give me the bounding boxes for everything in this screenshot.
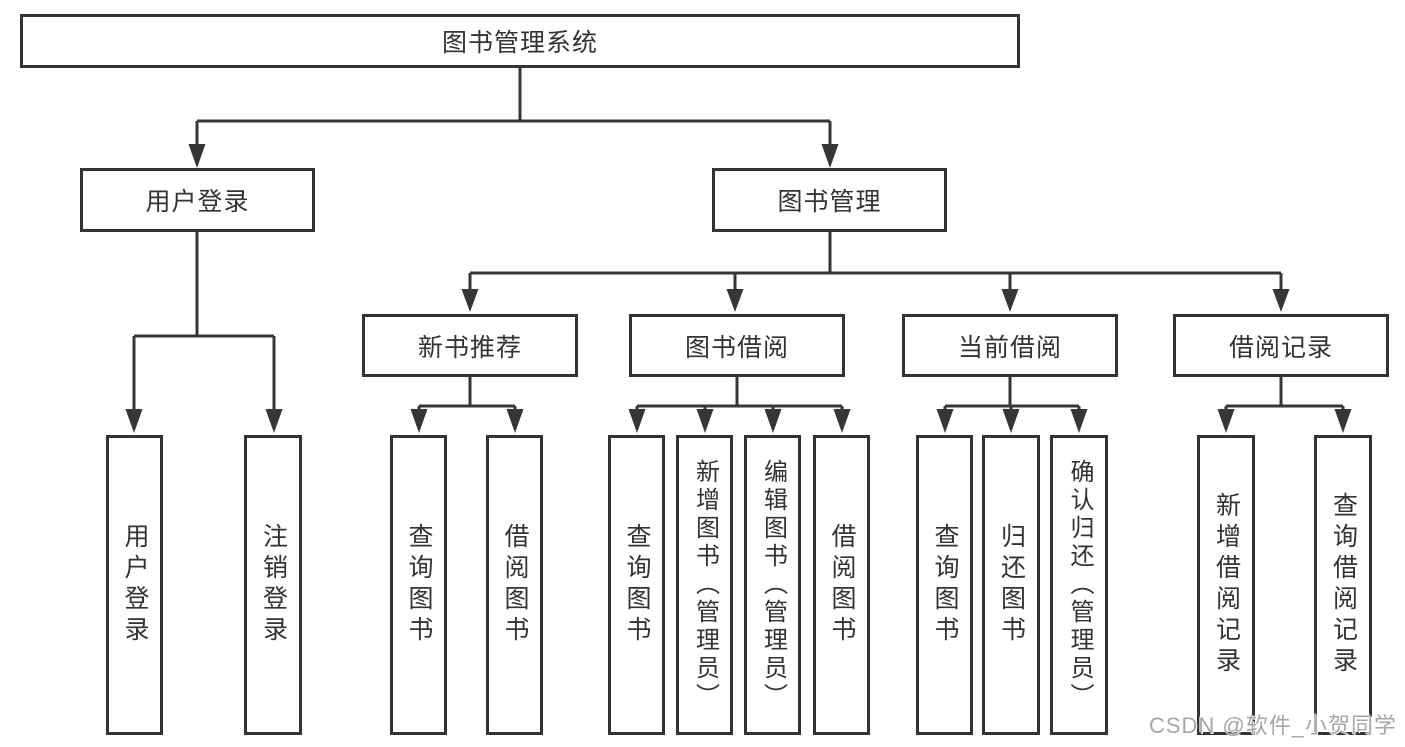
leaf-add-books-admin: 新增图书（管理员） — [676, 435, 733, 735]
leaf-label: 查询图书 — [623, 523, 651, 647]
node-label: 新书推荐 — [417, 333, 522, 362]
node-book-management: 图书管理 — [712, 168, 947, 232]
leaf-borrow-books-recommend: 借阅图书 — [486, 435, 543, 735]
leaf-label: 编辑图书（管理员） — [759, 459, 787, 711]
leaf-user-login: 用户登录 — [106, 435, 163, 735]
node-label: 当前借阅 — [957, 333, 1062, 362]
node-current-borrowing: 当前借阅 — [902, 314, 1118, 377]
node-label: 图书管理系统 — [441, 29, 598, 57]
leaf-label: 新增图书（管理员） — [691, 459, 719, 711]
leaf-label: 查询图书 — [405, 523, 433, 647]
leaf-borrow-books-borrowing: 借阅图书 — [813, 435, 870, 735]
leaf-label: 借阅图书 — [828, 523, 856, 647]
leaf-label: 确认归还（管理员） — [1066, 459, 1093, 711]
node-label: 用户登录 — [145, 188, 250, 216]
leaf-label: 借阅图书 — [501, 523, 529, 647]
leaf-edit-books-admin: 编辑图书（管理员） — [744, 435, 801, 735]
node-library-management-system: 图书管理系统 — [20, 14, 1020, 68]
node-label: 图书管理 — [777, 188, 882, 216]
leaf-query-books-recommend: 查询图书 — [390, 435, 447, 735]
node-borrowing-records: 借阅记录 — [1173, 314, 1389, 377]
leaf-query-books-borrowing: 查询图书 — [608, 435, 665, 735]
leaf-label: 查询借阅记录 — [1329, 492, 1358, 678]
leaf-label: 注销登录 — [259, 523, 288, 647]
node-user-login: 用户登录 — [80, 168, 315, 232]
leaf-return-books: 归还图书 — [982, 435, 1040, 735]
node-book-borrowing: 图书借阅 — [629, 314, 845, 377]
leaf-query-borrow-record: 查询借阅记录 — [1314, 435, 1372, 735]
leaf-logout: 注销登录 — [244, 435, 302, 735]
leaf-label: 用户登录 — [121, 523, 149, 647]
leaf-label: 新增借阅记录 — [1212, 492, 1241, 678]
leaf-confirm-return-admin: 确认归还（管理员） — [1050, 435, 1108, 735]
node-new-book-recommendation: 新书推荐 — [362, 314, 578, 377]
leaf-add-borrow-record: 新增借阅记录 — [1197, 435, 1255, 735]
leaf-label: 查询图书 — [931, 523, 959, 647]
csdn-watermark: CSDN @软件_小贺同学 — [1148, 713, 1397, 738]
leaf-query-books-current: 查询图书 — [916, 435, 973, 735]
node-label: 图书借阅 — [684, 333, 789, 362]
node-label: 借阅记录 — [1228, 333, 1333, 362]
leaf-label: 归还图书 — [997, 523, 1026, 647]
